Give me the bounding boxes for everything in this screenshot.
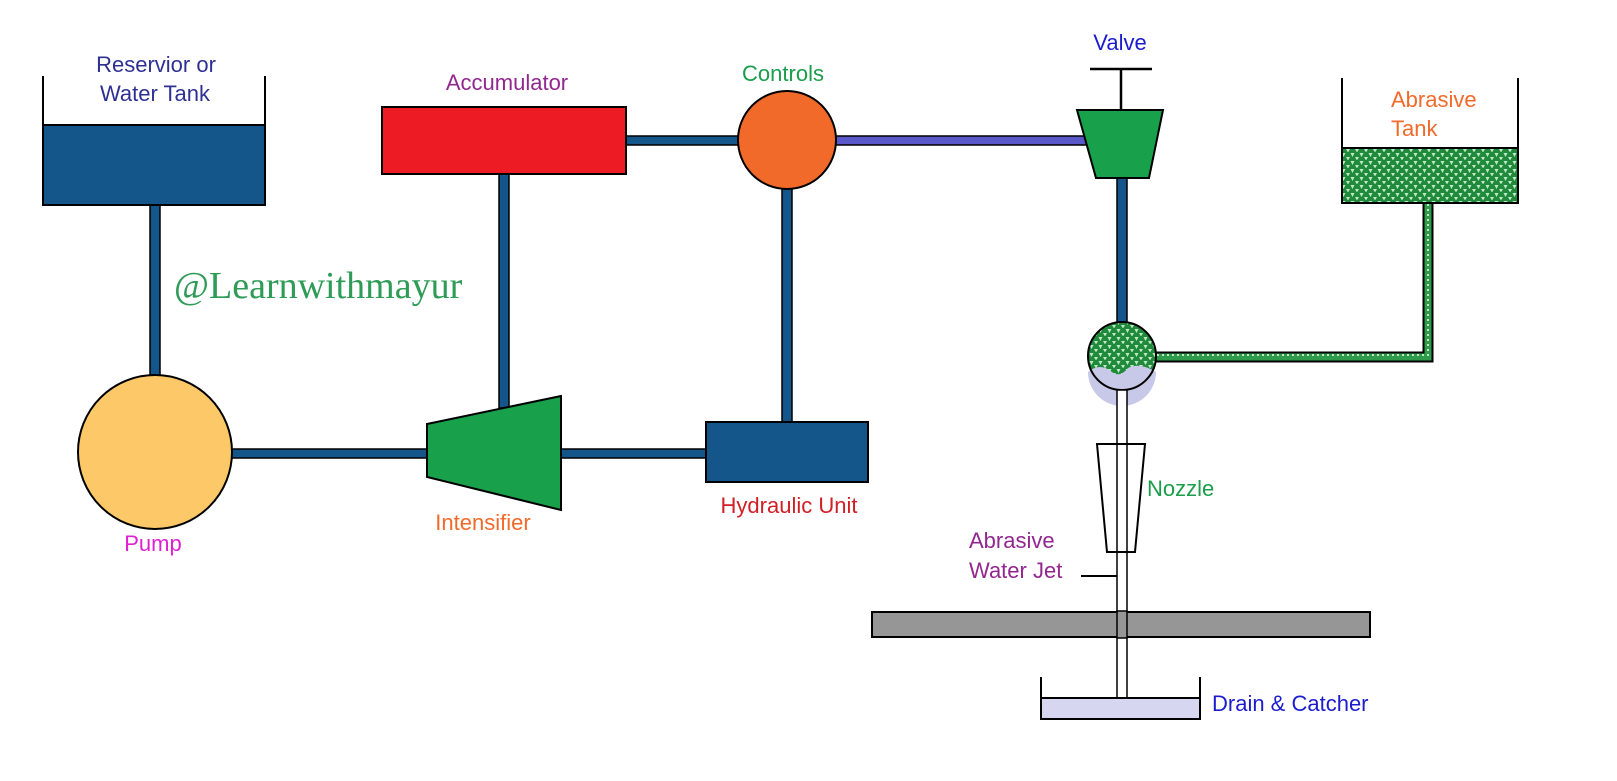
label-nozzle: Nozzle xyxy=(1147,476,1214,501)
label-hydraulic-unit: Hydraulic Unit xyxy=(721,493,858,518)
pipes xyxy=(149,135,1434,459)
pipe-controls-hydraulic xyxy=(781,187,793,425)
drain-catcher xyxy=(1040,677,1201,720)
pipe-accumulator-intensifier xyxy=(498,171,510,409)
label-accumulator: Accumulator xyxy=(446,70,568,95)
reservoir-water xyxy=(43,125,265,205)
pipe-pump-intensifier xyxy=(227,448,431,459)
abrasive-contents xyxy=(1342,148,1518,203)
pipe-controls-valve xyxy=(833,135,1092,146)
label-abrasive-tank-line2: Tank xyxy=(1391,116,1438,141)
mixing-chamber xyxy=(1087,321,1157,406)
watermark: @Learnwithmayur xyxy=(174,265,463,307)
reservoir-walls xyxy=(42,76,266,206)
label-intensifier: Intensifier xyxy=(435,510,530,535)
abrasive-feed-line xyxy=(1153,202,1434,363)
pipe-valve-mixer xyxy=(1116,176,1128,328)
water-jet xyxy=(1116,389,1128,707)
valve xyxy=(1075,67,1165,179)
label-pump: Pump xyxy=(124,531,181,556)
pipe-intensifier-hydraulic xyxy=(559,448,709,459)
reservoir-tank xyxy=(42,76,266,206)
accumulator xyxy=(381,106,627,175)
abrasive-tank xyxy=(1341,78,1519,204)
pipe-accumulator-controls xyxy=(624,135,741,146)
hydraulic-unit xyxy=(705,421,869,483)
controls-unit xyxy=(737,90,837,190)
labels: Reservior or Water Tank Accumulator Cont… xyxy=(96,30,1477,716)
label-drain-catcher: Drain & Catcher xyxy=(1212,691,1369,716)
valve-body xyxy=(1075,109,1165,179)
label-abrasive-jet-line1: Abrasive xyxy=(969,528,1055,553)
label-abrasive-jet-line2: Water Jet xyxy=(969,558,1062,583)
label-reservoir-line1: Reservior or xyxy=(96,52,216,77)
intensifier xyxy=(426,394,562,512)
label-controls: Controls xyxy=(742,61,824,86)
label-valve: Valve xyxy=(1093,30,1146,55)
label-reservoir-line2: Water Tank xyxy=(100,81,211,106)
pump xyxy=(77,374,233,530)
nozzle xyxy=(1095,443,1147,553)
pipe-reservoir-pump xyxy=(149,202,161,380)
label-abrasive-tank-line1: Abrasive xyxy=(1391,87,1477,112)
